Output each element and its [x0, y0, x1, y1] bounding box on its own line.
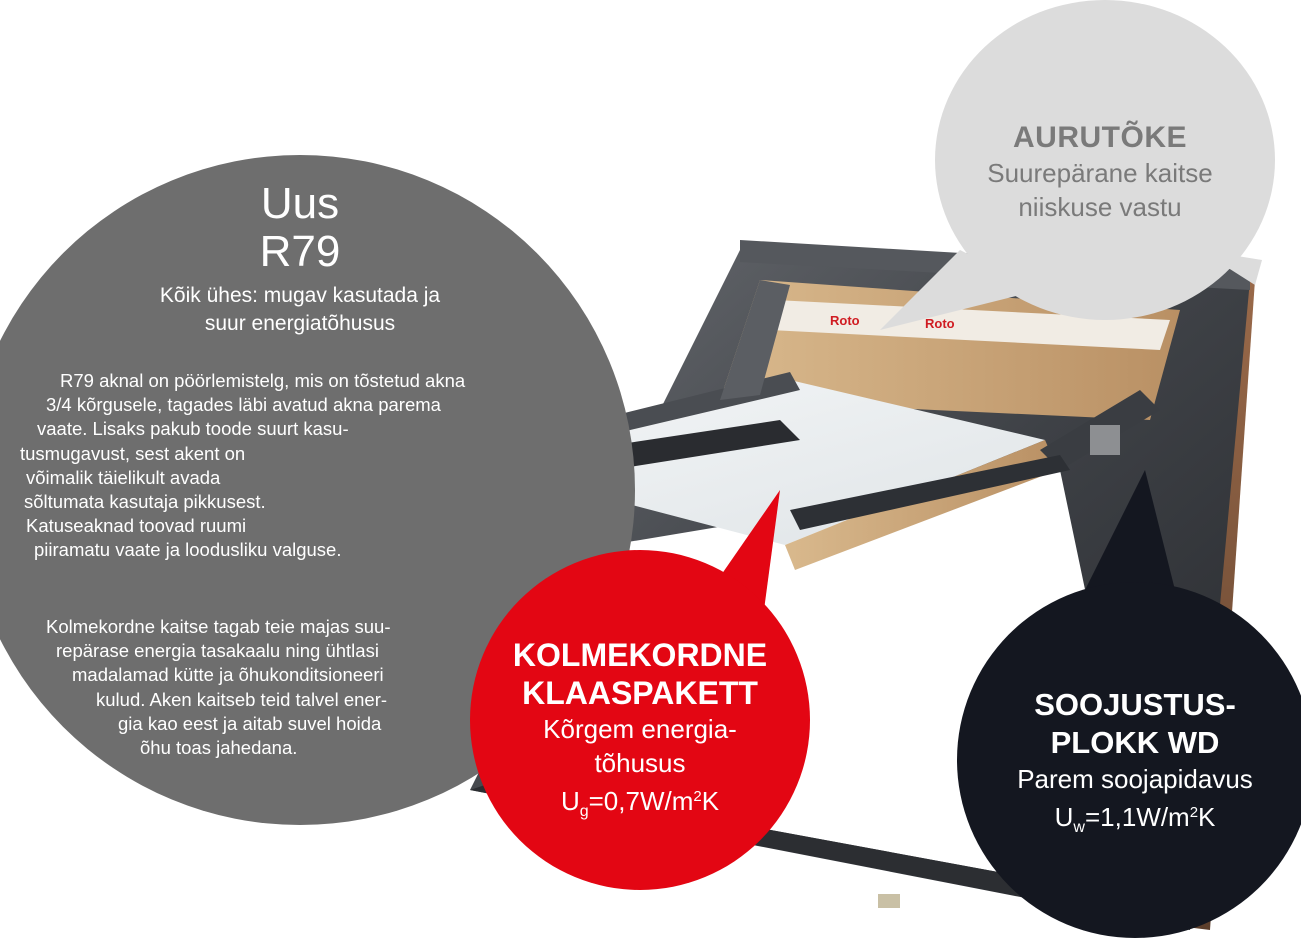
product-subtitle-line1: Kõik ühes: mugav kasutada ja	[159, 284, 441, 307]
sash-handle-front	[790, 455, 1070, 530]
paragraph-line: tusmugavust, sest akent on	[20, 442, 246, 464]
glass-title-line2: KLAASPAKETT	[522, 675, 758, 711]
foil-label: Roto	[830, 313, 860, 328]
hinge-hardware	[1090, 425, 1120, 455]
paragraph-line: õhu toas jahedana.	[140, 737, 298, 759]
intro-heading-group: Uus R79 Kõik ühes: mugav kasutada ja suu…	[40, 180, 560, 338]
paragraph-line: võimalik täielikult avada	[26, 466, 221, 488]
paragraph-line: gia kao eest ja aitab suvel hoida	[118, 712, 382, 734]
product-title-line1: Uus	[260, 179, 340, 228]
sash-glass	[460, 380, 1045, 545]
bottom-latch	[878, 894, 900, 908]
vapor-bubble: AURUTÕKE Suurepärane kaitse niiskuse vas…	[930, 120, 1270, 224]
formula-value: =1,1W/m	[1084, 802, 1190, 832]
paragraph-line: kulud. Aken kaitseb teid talvel ener-	[96, 688, 388, 710]
formula-unit-end: K	[701, 786, 720, 816]
insulation-line1: Parem soojapidavus	[1017, 764, 1253, 794]
paragraph-line: vaate. Lisaks pakub toode suurt kasu-	[37, 418, 349, 440]
intro-bubble-shape	[0, 155, 635, 825]
vapor-title: AURUTÕKE	[1013, 121, 1187, 154]
insulation-u-value: Uw=1,1W/m2K	[965, 796, 1301, 845]
formula-value: =0,7W/m	[588, 786, 694, 816]
glass-bubble-shape	[470, 490, 810, 890]
product-title-line2: R79	[259, 227, 341, 276]
insulation-title-line1: SOOJUSTUS-	[1034, 687, 1236, 722]
intro-paragraph-1: R79 aknal on pöörlemistelg, mis on tõste…	[0, 369, 600, 563]
vapor-bubble-shape	[880, 0, 1275, 330]
paragraph-line: 3/4 kõrgusele, tagades läbi avatud akna …	[46, 394, 441, 416]
paragraph-line: madalamad kütte ja õhukonditsioneeri	[72, 664, 384, 686]
foil-strip	[770, 300, 1170, 350]
paragraph-line: repärase energia tasakaalu ning ühtlasi	[56, 640, 379, 662]
product-subtitle-line2: suur energiatõhusus	[204, 312, 396, 335]
insulation-title-line2: PLOKK WD	[1050, 725, 1220, 760]
formula-superscript: 2	[693, 788, 702, 805]
insulation-bubble: SOOJUSTUS- PLOKK WD Parem soojapidavus U…	[965, 686, 1301, 845]
vapor-line2: niiskuse vastu	[1018, 192, 1182, 222]
formula-symbol: U	[560, 786, 580, 816]
formula-unit-end: K	[1198, 802, 1216, 832]
vapor-line1: Suurepärane kaitse	[987, 158, 1213, 188]
glass-line1: Kõrgem energia-	[543, 714, 737, 744]
glass-bubble: KOLMEKORDNE KLAASPAKETT Kõrgem energia- …	[470, 636, 810, 829]
paragraph-line: Kolmekordne kaitse tagab teie majas suu-	[46, 616, 391, 637]
glass-line2: tõhusus	[594, 748, 686, 778]
formula-subscript: g	[579, 803, 589, 820]
formula-symbol: U	[1054, 802, 1074, 832]
foil-label-2: Roto	[925, 316, 955, 331]
sash-side-left	[720, 280, 790, 400]
paragraph-line: Katuseaknad toovad ruumi	[26, 515, 247, 537]
intro-paragraph-2: Kolmekordne kaitse tagab teie majas suu-…	[0, 615, 600, 760]
glass-u-value: Ug=0,7W/m2K	[470, 780, 810, 829]
paragraph-line: piiramatu vaate ja loodusliku valguse.	[34, 539, 342, 561]
formula-subscript: w	[1073, 819, 1085, 836]
glass-title-line1: KOLMEKORDNE	[512, 637, 768, 673]
paragraph-line: R79 aknal on pöörlemistelg, mis on tõste…	[60, 370, 466, 391]
paragraph-line: sõltumata kasutaja pikkusest.	[24, 491, 266, 513]
insulation-bubble-shape	[957, 470, 1301, 938]
formula-superscript: 2	[1189, 804, 1199, 821]
